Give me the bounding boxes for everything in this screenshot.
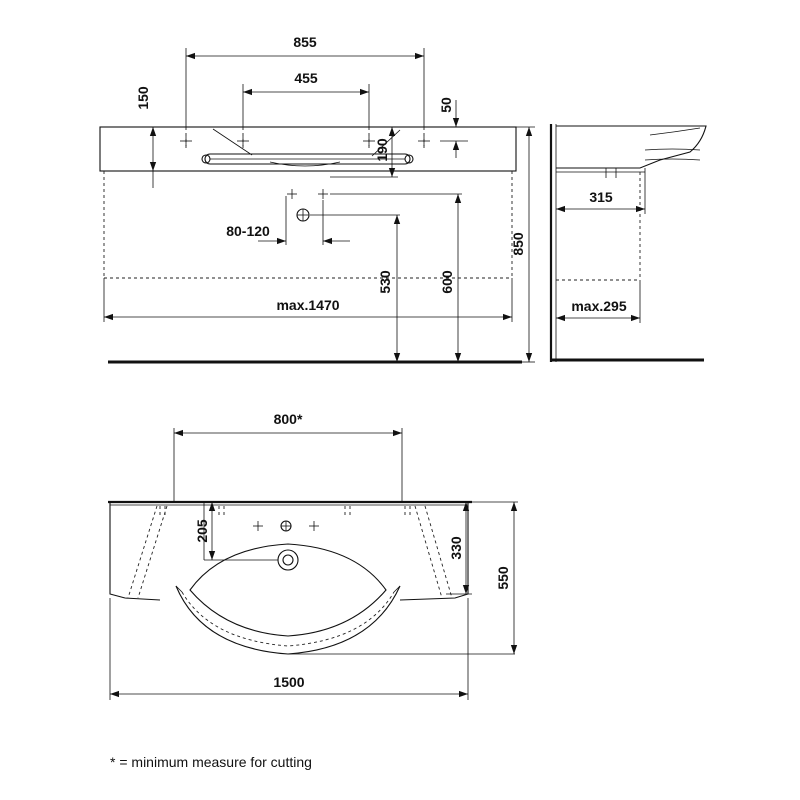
bowl-drain [277,549,299,571]
footnote: * = minimum measure for cutting [110,754,312,770]
side-view: 315 max.295 [549,124,707,362]
dim-315: 315 [589,189,613,205]
dim-330: 330 [448,536,464,560]
dim-855: 855 [293,34,317,50]
dim-205: 205 [194,519,210,543]
basin-slab-front [99,126,517,172]
dim-80-120: 80-120 [226,223,270,239]
dim-50: 50 [438,97,454,113]
dim-550: 550 [495,566,511,590]
basin-bowl [189,543,387,637]
dim-max-1470: max.1470 [276,297,339,313]
dim-max-295: max.295 [571,298,626,314]
dim-455: 455 [294,70,318,86]
dim-850: 850 [510,232,526,256]
basin-profile-side [556,125,707,169]
dim-800: 800* [274,411,303,427]
dim-1500: 1500 [273,674,304,690]
dim-600: 600 [439,270,455,294]
dim-150: 150 [135,86,151,110]
dim-190: 190 [374,138,390,162]
front-view: 855 455 150 50 190 80-12 [99,34,535,364]
top-view: 800* 205 330 550 1500 [108,411,518,700]
basin-outline-top [109,502,469,601]
dim-530: 530 [377,270,393,294]
